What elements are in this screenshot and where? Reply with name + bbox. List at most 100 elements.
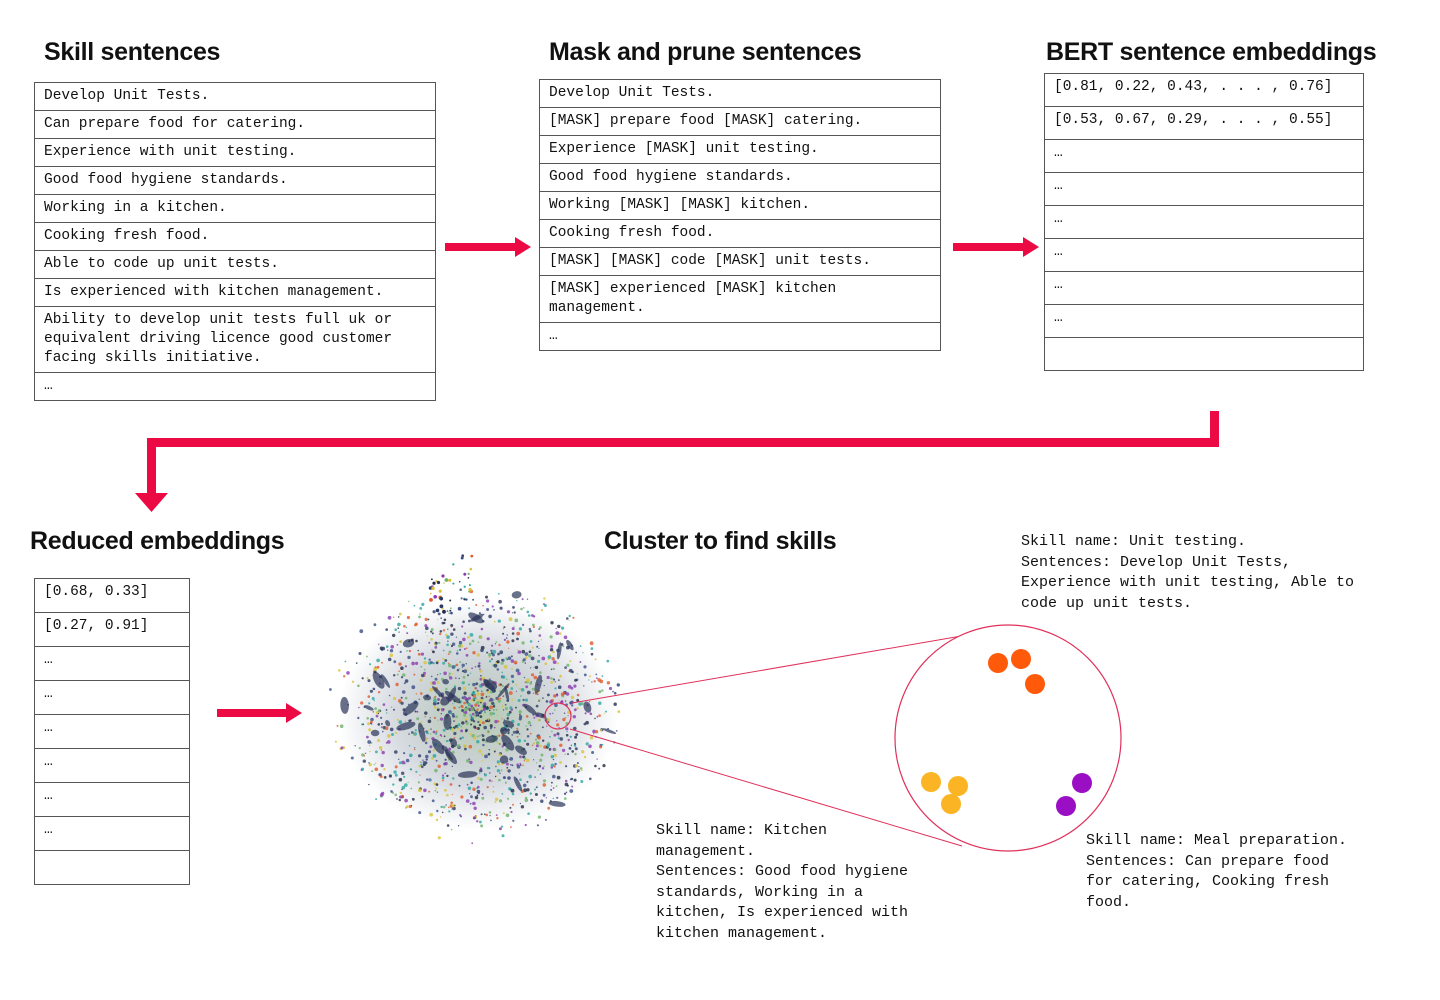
scatter-point bbox=[429, 592, 432, 595]
scatter-point bbox=[368, 783, 370, 786]
scatter-point bbox=[516, 735, 519, 738]
scatter-point bbox=[457, 727, 460, 730]
scatter-point bbox=[558, 735, 560, 737]
scatter-point bbox=[444, 659, 448, 662]
scatter-point bbox=[507, 656, 512, 660]
cluster-point bbox=[948, 776, 968, 796]
table-row: … bbox=[1044, 139, 1364, 173]
scatter-point bbox=[481, 793, 484, 796]
scatter-point bbox=[452, 777, 455, 780]
scatter-point bbox=[594, 658, 597, 661]
scatter-point bbox=[448, 612, 451, 615]
scatter-point bbox=[373, 763, 375, 766]
scatter-point bbox=[430, 630, 433, 633]
scatter-point bbox=[403, 682, 406, 685]
scatter-point bbox=[523, 676, 526, 679]
scatter-point bbox=[398, 798, 401, 802]
scatter-point bbox=[519, 688, 521, 690]
scatter-point bbox=[432, 650, 435, 654]
cluster-point bbox=[1072, 773, 1092, 793]
scatter-point bbox=[553, 694, 557, 698]
scatter-point bbox=[507, 731, 510, 735]
scatter-point bbox=[409, 768, 412, 771]
scatter-point bbox=[463, 701, 466, 705]
scatter-point bbox=[399, 650, 402, 654]
scatter-point bbox=[473, 725, 477, 729]
scatter-point bbox=[329, 688, 332, 691]
scatter-point bbox=[434, 695, 437, 698]
scatter-point bbox=[554, 695, 556, 697]
scatter-point bbox=[484, 813, 486, 815]
scatter-point bbox=[489, 727, 492, 730]
scatter-point bbox=[562, 748, 566, 753]
scatter-point bbox=[383, 768, 386, 771]
scatter-streak bbox=[445, 750, 453, 761]
scatter-point bbox=[518, 773, 521, 775]
scatter-point bbox=[343, 675, 346, 678]
table-row: … bbox=[34, 816, 190, 851]
scatter-point bbox=[498, 799, 503, 803]
scatter-point bbox=[458, 784, 461, 787]
scatter-point bbox=[553, 733, 557, 737]
scatter-point bbox=[509, 706, 513, 710]
scatter-point bbox=[594, 717, 596, 720]
scatter-point bbox=[430, 675, 433, 678]
scatter-point bbox=[485, 595, 488, 599]
scatter-point bbox=[417, 649, 419, 652]
scatter-point bbox=[415, 661, 419, 666]
scatter-point bbox=[534, 738, 538, 741]
scatter-point bbox=[338, 669, 341, 672]
scatter-point bbox=[398, 662, 402, 666]
scatter-point bbox=[357, 716, 360, 720]
scatter-point bbox=[439, 717, 444, 721]
scatter-point bbox=[406, 615, 410, 620]
scatter-point bbox=[444, 788, 447, 792]
scatter-point bbox=[426, 731, 429, 735]
table-row: Good food hygiene standards. bbox=[539, 163, 941, 192]
scatter-point bbox=[468, 607, 471, 610]
scatter-point bbox=[561, 626, 565, 630]
scatter-point bbox=[574, 764, 578, 768]
scatter-point bbox=[488, 653, 492, 657]
scatter-point bbox=[392, 696, 397, 701]
scatter-point bbox=[505, 657, 508, 660]
zoom-source-circle bbox=[544, 702, 572, 730]
scatter-point bbox=[526, 690, 531, 695]
scatter-point bbox=[584, 712, 587, 715]
scatter-point bbox=[381, 750, 385, 755]
scatter-point bbox=[531, 744, 534, 747]
scatter-point bbox=[563, 635, 568, 640]
scatter-point bbox=[404, 720, 406, 723]
scatter-point bbox=[351, 680, 355, 683]
scatter-point bbox=[572, 715, 576, 719]
scatter-streak bbox=[396, 721, 416, 731]
scatter-point bbox=[546, 725, 548, 727]
scatter-point bbox=[430, 728, 432, 730]
scatter-point bbox=[597, 678, 601, 682]
scatter-point bbox=[460, 556, 464, 560]
scatter-point bbox=[400, 666, 404, 670]
scatter-point bbox=[498, 753, 502, 756]
scatter-point bbox=[429, 598, 433, 602]
scatter-point bbox=[489, 724, 493, 728]
scatter-point bbox=[479, 820, 482, 824]
scatter-point bbox=[462, 620, 465, 623]
scatter-point bbox=[496, 817, 499, 820]
scatter-point bbox=[488, 695, 490, 698]
scatter-point bbox=[419, 761, 422, 764]
scatter-point bbox=[389, 649, 394, 653]
scatter-point bbox=[524, 796, 528, 800]
scatter-streak bbox=[511, 591, 522, 599]
scatter-point bbox=[485, 696, 488, 698]
scatter-point bbox=[508, 617, 513, 622]
scatter-point bbox=[437, 735, 439, 738]
table-row: Develop Unit Tests. bbox=[34, 82, 436, 111]
scatter-point bbox=[393, 674, 396, 677]
scatter-point bbox=[517, 671, 521, 676]
scatter-point bbox=[568, 614, 571, 618]
scatter-point bbox=[432, 730, 436, 734]
scatter-point bbox=[592, 729, 596, 734]
scatter-point bbox=[448, 810, 451, 813]
scatter-point bbox=[377, 691, 381, 694]
